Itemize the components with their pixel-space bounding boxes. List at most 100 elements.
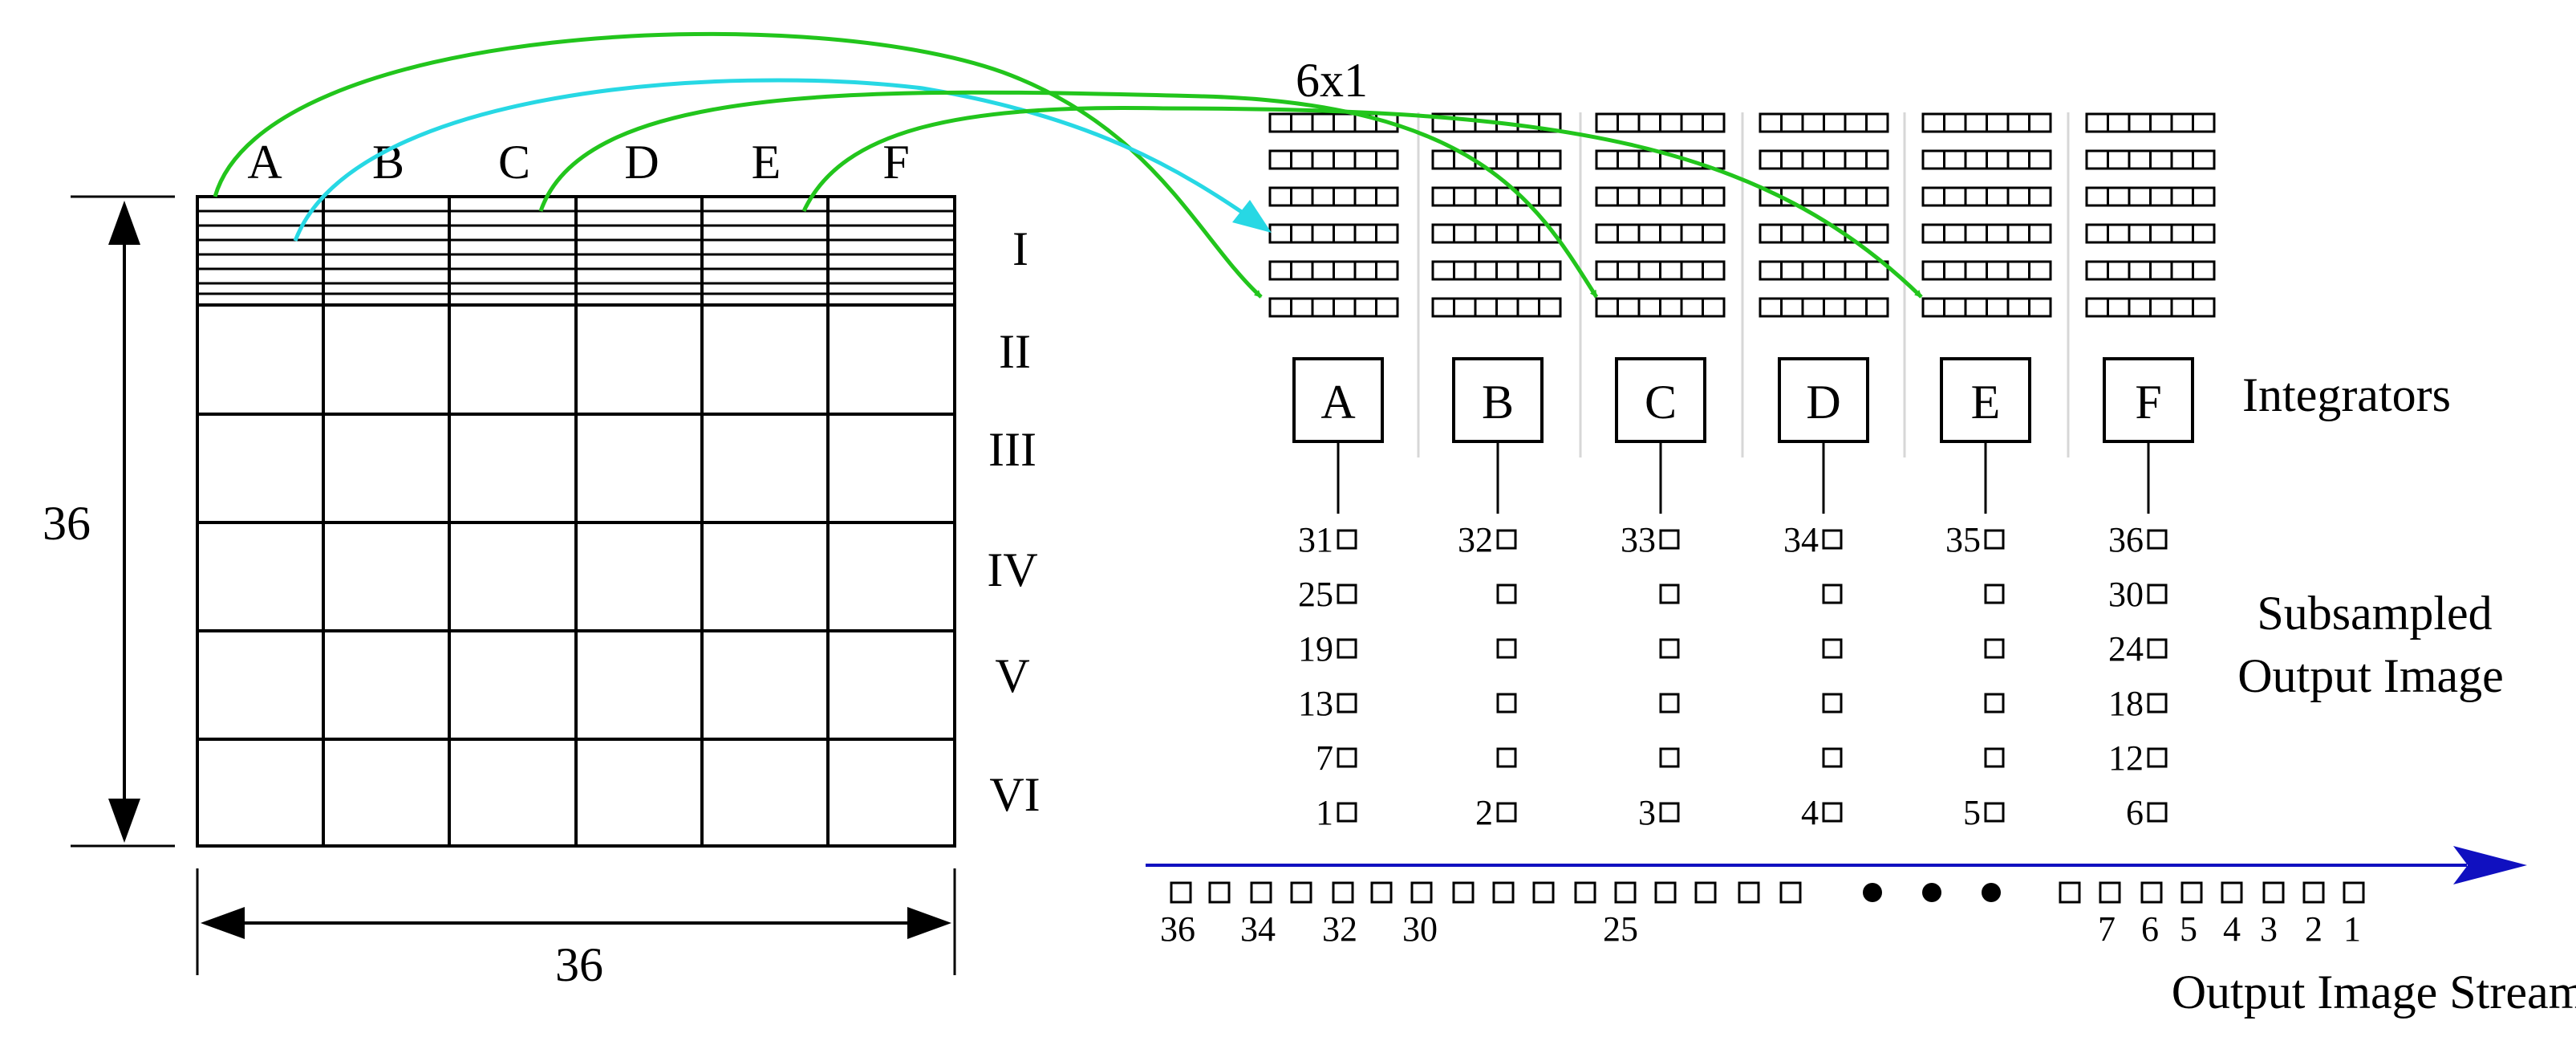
register-cell (1986, 297, 2010, 318)
subsampled-title-line2: Output Image (2237, 649, 2504, 702)
output-pixel (1659, 583, 1680, 604)
register-cell (1986, 260, 2010, 281)
arrowhead-left-icon (201, 907, 245, 939)
register-cell (2128, 223, 2152, 244)
output-pixel (2147, 747, 2168, 768)
output-pixel-label: 34 (1783, 520, 1819, 559)
register-cell (1680, 297, 1704, 318)
stream-pixel (1170, 881, 1192, 904)
mapping-arrows (213, 31, 1923, 299)
register-cell (1311, 297, 1335, 318)
register-cell (1353, 260, 1377, 281)
grid-col-label: E (752, 136, 781, 189)
register-cell (1595, 260, 1619, 281)
register-cell (1516, 223, 1540, 244)
register-cell (1375, 223, 1399, 244)
register-cell (1290, 149, 1314, 170)
stream-label: 32 (1322, 909, 1357, 949)
register-cell (1290, 297, 1314, 318)
register-cell (1865, 297, 1889, 318)
output-pixel-label: 4 (1801, 793, 1819, 832)
register-cell (1921, 297, 1945, 318)
register-cell (1844, 112, 1868, 133)
register-cell (1333, 260, 1357, 281)
height-dimension: 36 (43, 195, 175, 848)
register-cell (2149, 149, 2173, 170)
register-cell (1290, 112, 1314, 133)
register-cell (1986, 149, 2010, 170)
stream-pixel (1370, 881, 1393, 904)
integrator-boxes: A B C D E F (1292, 357, 2194, 514)
output-pixel (2147, 802, 2168, 823)
register-cell (1495, 260, 1519, 281)
register-cell (1865, 260, 1889, 281)
output-pixel-label: 36 (2108, 520, 2144, 559)
register-cell (2170, 112, 2194, 133)
register-cell (1617, 260, 1641, 281)
output-pixel (1822, 583, 1843, 604)
output-pixel (1822, 747, 1843, 768)
arrowhead-right-icon (2453, 846, 2527, 884)
register-cell (1595, 112, 1619, 133)
register-cell (1431, 297, 1455, 318)
integrator-label: D (1806, 376, 1840, 429)
stream-label: 4 (2223, 909, 2241, 949)
register-cell (1921, 260, 1945, 281)
register-cell (1702, 297, 1726, 318)
register-cell (2107, 223, 2131, 244)
register-cell (1964, 112, 1988, 133)
register-cell (2192, 297, 2216, 318)
register-cell (2085, 223, 2109, 244)
stream-label: 1 (2343, 909, 2361, 949)
register-cell (1617, 112, 1641, 133)
register-cell (2006, 223, 2030, 244)
output-pixel-label: 7 (1316, 738, 1333, 778)
register-cell (1823, 149, 1847, 170)
register-cell (1702, 186, 1726, 207)
register-cell (1659, 223, 1683, 244)
integrator-box (2103, 357, 2194, 443)
register-cell (1353, 223, 1377, 244)
stream-label: 36 (1160, 909, 1195, 949)
output-pixel (1337, 638, 1357, 659)
register-cell (2128, 260, 2152, 281)
register-cell (1780, 260, 1804, 281)
stream-label: 6 (2141, 909, 2159, 949)
register-cell (1637, 186, 1661, 207)
register-cell (1268, 297, 1292, 318)
register-cell (1637, 297, 1661, 318)
register-cell (2149, 186, 2173, 207)
register-cell (2170, 186, 2194, 207)
output-pixel (1496, 802, 1517, 823)
register-cell (2149, 223, 2173, 244)
register-cell (1986, 112, 2010, 133)
output-pixel (1822, 529, 1843, 550)
stream-ellipsis (1863, 883, 2001, 902)
stream-pixel (1694, 881, 1717, 904)
register-cell (2107, 260, 2131, 281)
register-cell (2149, 297, 2173, 318)
register-cell (1311, 112, 1335, 133)
output-pixel (1659, 693, 1680, 714)
output-pixel-label: 25 (1298, 575, 1333, 614)
mapping-arrow-c (538, 90, 1599, 299)
output-pixel (2147, 693, 2168, 714)
output-stream-arrow (1146, 846, 2527, 884)
register-cell (2128, 112, 2152, 133)
register-cell (1921, 223, 1945, 244)
stream-pixel (1574, 881, 1596, 904)
integrator-box (1452, 357, 1544, 443)
output-pixel-label: 30 (2108, 575, 2144, 614)
stream-label: 5 (2180, 909, 2197, 949)
register-cell (1474, 186, 1498, 207)
register-cell (1495, 297, 1519, 318)
register-cell (1431, 149, 1455, 170)
register-cell (1759, 223, 1783, 244)
register-cell (1538, 186, 1562, 207)
output-pixel (1496, 638, 1517, 659)
output-pixel-label: 35 (1945, 520, 1981, 559)
integrator-label: F (2135, 376, 2161, 429)
register-cell (1375, 297, 1399, 318)
register-cell (2128, 297, 2152, 318)
output-pixel (1496, 693, 1517, 714)
